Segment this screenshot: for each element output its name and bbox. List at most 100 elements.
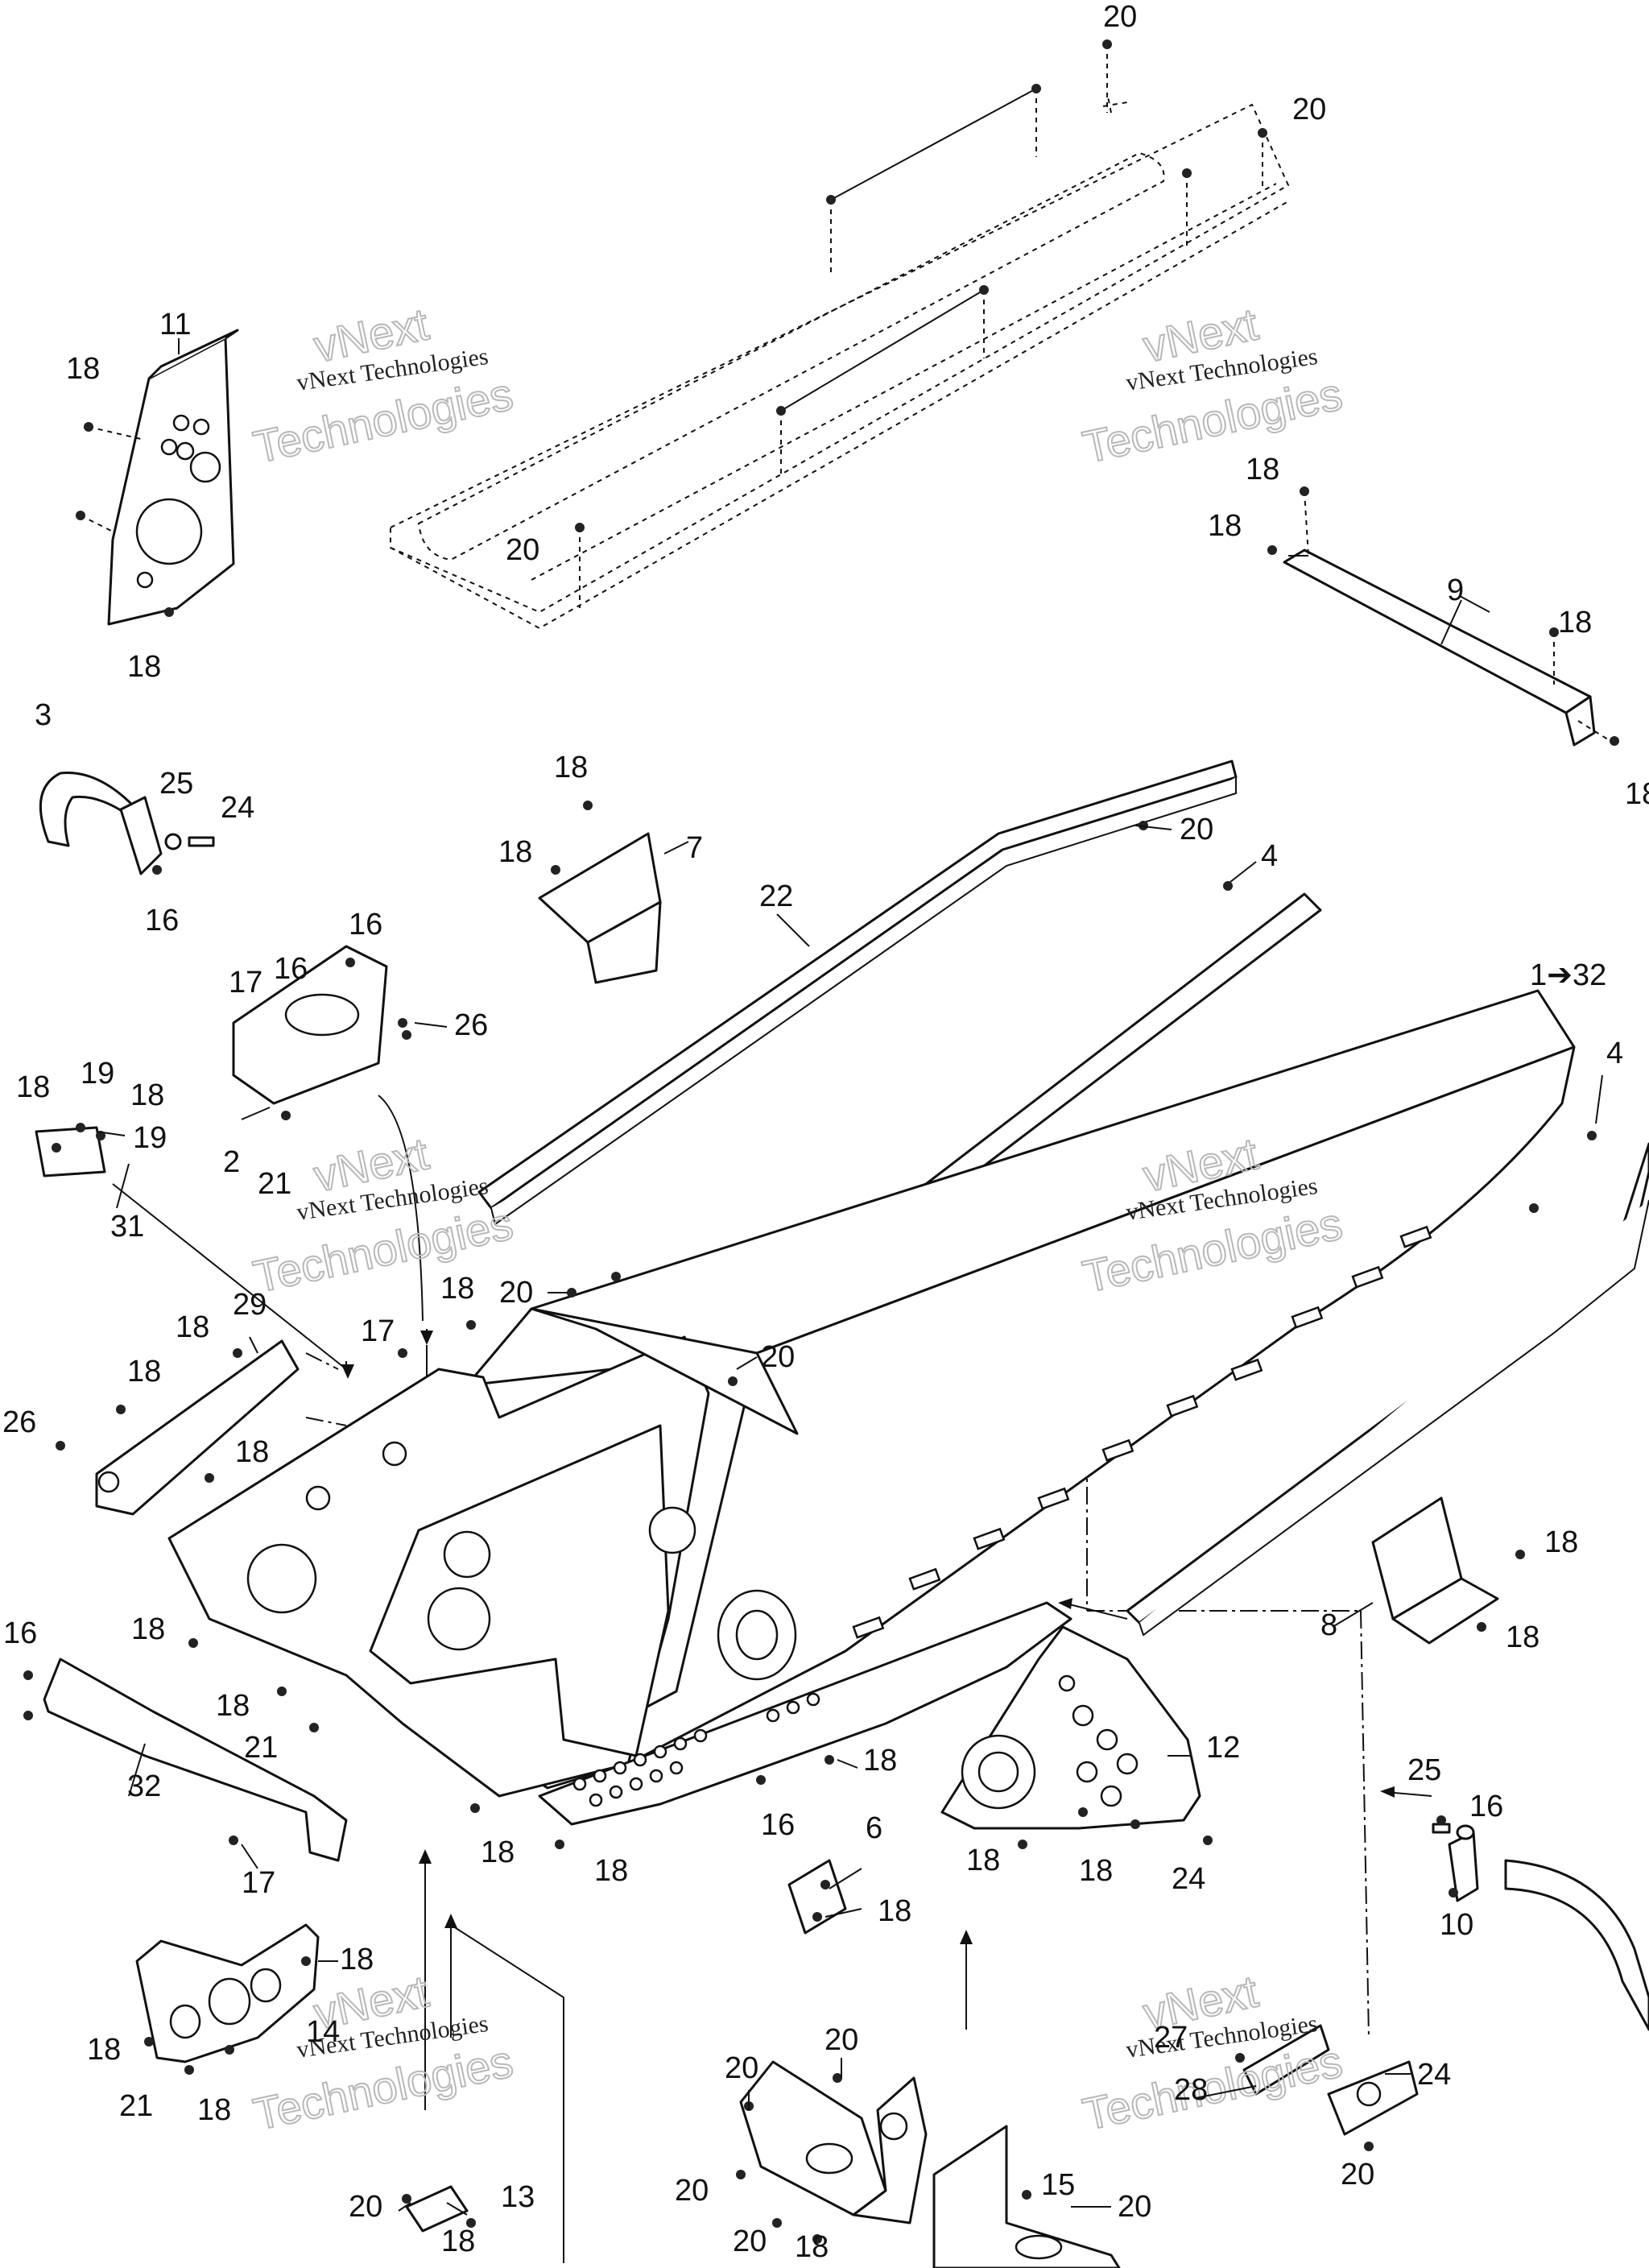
callout-label: 16 <box>761 1808 795 1842</box>
callout-label: 29 <box>233 1288 267 1322</box>
part-10-plate <box>135 1923 320 2063</box>
callout-label: 20 <box>761 1340 795 1374</box>
callout-label: 8 <box>1320 1608 1337 1642</box>
callout-label: 21 <box>119 2089 153 2123</box>
callout-label: 18 <box>878 1894 911 1928</box>
part-31-clip <box>35 1126 106 1177</box>
callout-label: 11 <box>159 308 191 341</box>
right-rail <box>1126 1142 1649 1637</box>
callout-label: 20 <box>1180 813 1213 846</box>
callout-label: 15 <box>1041 2168 1075 2202</box>
callout-label: 18 <box>1558 606 1592 639</box>
callout-label: 26 <box>454 1008 488 1042</box>
callout-label: 28 <box>1174 2073 1208 2107</box>
callout-label: 18 <box>1625 777 1649 811</box>
callout-label: 20 <box>349 2190 382 2224</box>
callout-label: 18 <box>216 1689 250 1723</box>
callout-label: 18 <box>130 1078 164 1112</box>
callout-label: 18 <box>441 2225 475 2258</box>
part-22-rail <box>477 759 1238 1226</box>
callout-label: 18 <box>87 2033 121 2067</box>
callout-label: 20 <box>725 2051 758 2085</box>
watermark-mid-left: vNext vNext Technologies Technologies <box>248 1127 518 1302</box>
callout-label: 20 <box>675 2174 709 2208</box>
callout-label: 18 <box>1079 1854 1113 1888</box>
part-11-bracket <box>80 329 239 626</box>
part-12-plate <box>940 1625 1201 1830</box>
callout-label: 7 <box>686 831 703 865</box>
callout-label: 18 <box>127 650 161 684</box>
part-32-bar <box>43 1658 348 1862</box>
callout-label: 25 <box>159 767 193 801</box>
part-6-plate <box>787 1859 847 1935</box>
callout-label: 20 <box>1103 0 1137 34</box>
callout-label: 19 <box>81 1057 114 1091</box>
callout-label: 18 <box>966 1844 1000 1877</box>
callout-label: 19 <box>133 1121 167 1155</box>
callout-label: 17 <box>242 1866 275 1900</box>
callout-label: 18 <box>498 835 532 869</box>
watermark-top-right: vNext vNext Technologies Technologies <box>1077 297 1347 473</box>
part-14-bracket <box>739 2060 928 2225</box>
callout-label: 18 <box>16 1070 50 1104</box>
callout-label: 20 <box>733 2225 767 2258</box>
part-2-bracket <box>232 945 388 1105</box>
fasteners <box>23 39 1619 2244</box>
callout-label: 6 <box>866 1811 882 1845</box>
watermark-top-left: vNext vNext Technologies Technologies <box>248 297 518 473</box>
callout-label: 18 <box>1506 1620 1539 1654</box>
callout-label: 18 <box>440 1272 474 1306</box>
callout-label: 18 <box>795 2230 829 2264</box>
footrest-holes <box>572 1692 820 1807</box>
part-13-clip <box>405 2185 469 2233</box>
callout-label: 4 <box>1261 839 1278 873</box>
callout-label: 20 <box>499 1276 533 1310</box>
callout-label: 14 <box>306 2015 340 2049</box>
main-tunnel-frame <box>167 989 1576 1826</box>
callout-label: 27 <box>1154 2021 1188 2055</box>
callout-label: 20 <box>1341 2158 1374 2191</box>
callout-label: 1➔32 <box>1530 958 1606 992</box>
callout-label: 24 <box>1417 2058 1451 2092</box>
callout-label: 4 <box>1606 1037 1623 1070</box>
callout-label: 18 <box>235 1435 269 1469</box>
callout-label: 16 <box>349 908 382 942</box>
watermark-bottom-right: vNext vNext Technologies Technologies <box>1077 1964 1347 2140</box>
callout-label: 12 <box>1206 1731 1240 1765</box>
callout-label: 20 <box>1118 2190 1151 2224</box>
callout-label: 18 <box>481 1836 515 1869</box>
callout-label: 16 <box>145 904 179 937</box>
callout-label: 20 <box>824 2023 858 2057</box>
callout-label: 24 <box>1172 1862 1205 1896</box>
part-9-angle <box>1283 490 1611 747</box>
tunnel-slots <box>852 1225 1432 1639</box>
part-7-bracket <box>538 832 662 984</box>
callout-label: 18 <box>197 2093 231 2127</box>
callout-label: 2 <box>223 1145 240 1179</box>
right-handle <box>1432 1823 1649 2031</box>
callout-label: 3 <box>35 698 52 732</box>
callout-label: 16 <box>274 952 308 986</box>
callout-label: 26 <box>2 1405 36 1439</box>
part-29-plate <box>95 1339 300 1516</box>
callout-label: 13 <box>501 2180 535 2214</box>
callout-label: 18 <box>131 1612 165 1646</box>
callout-label: 21 <box>258 1167 291 1201</box>
callout-label: 25 <box>1407 1753 1441 1787</box>
callout-label: 18 <box>1208 509 1242 543</box>
part-15-bracket <box>932 2125 1121 2268</box>
callout-label: 18 <box>127 1355 161 1389</box>
callout-label: 20 <box>506 533 539 567</box>
callout-label: 20 <box>1292 93 1326 126</box>
callout-label: 10 <box>1440 1908 1473 1942</box>
part-3-handle <box>39 772 215 875</box>
callout-label: 9 <box>1447 573 1464 607</box>
callout-label: 24 <box>221 791 254 825</box>
callout-label: 18 <box>66 352 100 386</box>
callout-label: 21 <box>244 1731 278 1765</box>
callout-label: 18 <box>340 1943 374 1976</box>
callout-label: 31 <box>110 1210 144 1244</box>
callout-label: 18 <box>594 1854 628 1888</box>
